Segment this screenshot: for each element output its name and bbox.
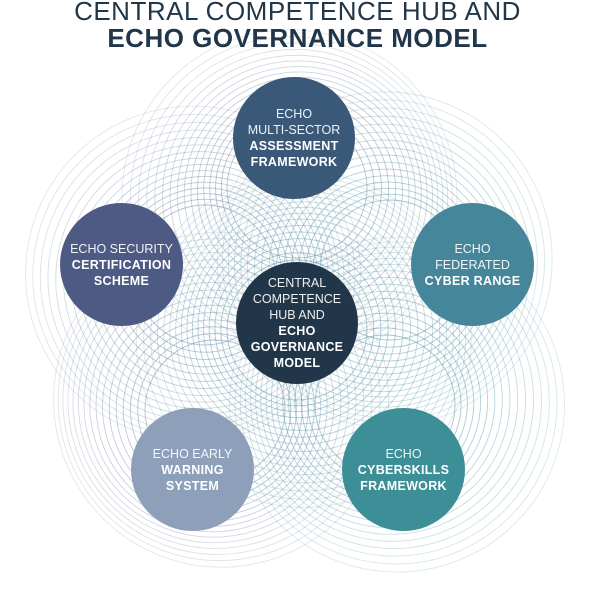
- node-label-light: CENTRAL: [267, 276, 327, 290]
- title-line-1: CENTRAL COMPETENCE HUB AND: [74, 0, 521, 26]
- node-label-bold: GOVERNANCE: [250, 340, 344, 354]
- title-line-2: ECHO GOVERNANCE MODEL: [107, 23, 488, 53]
- node-label-bold: FRAMEWORK: [360, 478, 447, 493]
- node-cyberskills-framework[interactable]: ECHO CYBERSKILLS FRAMEWORK: [342, 408, 465, 531]
- node-label-light: MULTI-SECTOR: [247, 123, 341, 137]
- ring-stroke: [53, 231, 390, 568]
- node-label-bold: ECHO: [278, 324, 316, 338]
- ring-stroke: [62, 244, 373, 555]
- node-label-light: ECHO: [454, 241, 491, 256]
- ring-stroke: [245, 252, 542, 549]
- node-label-light: FEDERATED: [435, 257, 510, 272]
- ring-stroke: [208, 238, 389, 419]
- ring-stroke: [226, 259, 368, 401]
- ring-stroke: [180, 207, 426, 452]
- node-label-light: ECHO SECURITY: [70, 241, 173, 256]
- ring-stroke: [255, 263, 527, 535]
- node-label-bold: MODEL: [273, 356, 321, 370]
- node-label-light: HUB AND: [269, 308, 325, 322]
- ring-stroke: [229, 236, 565, 573]
- node-label-bold: SCHEME: [93, 273, 150, 288]
- ring-stroke: [214, 245, 382, 413]
- node-label-light: COMPETENCE: [252, 292, 342, 306]
- node-label-bold: WARNING: [161, 462, 224, 477]
- ring-stroke: [72, 259, 357, 544]
- ring-stroke: [57, 238, 381, 562]
- ring-stroke: [234, 241, 558, 565]
- ring-stroke: [175, 201, 434, 460]
- node-assessment-framework[interactable]: ECHO MULTI-SECTOR ASSESSMENT FRAMEWORK: [233, 77, 355, 199]
- node-label-light: ECHO: [275, 107, 313, 121]
- ring-stroke: [220, 252, 375, 407]
- node-cyber-range[interactable]: ECHO FEDERATED CYBER RANGE: [411, 203, 534, 326]
- node-label-bold: SYSTEM: [165, 478, 220, 493]
- ring-stroke: [239, 246, 550, 557]
- node-label-light: ECHO EARLY: [152, 446, 233, 461]
- node-label-bold: CERTIFICATION: [71, 257, 172, 272]
- node-label-bold: CYBER RANGE: [424, 273, 521, 288]
- node-central-hub[interactable]: CENTRAL COMPETENCE HUB AND ECHO GOVERNAN…: [236, 262, 358, 384]
- node-certification-scheme[interactable]: ECHO SECURITY CERTIFICATION SCHEME: [60, 203, 183, 326]
- ring-stroke: [192, 218, 411, 438]
- ring-stroke: [83, 274, 342, 533]
- ring-stroke: [197, 225, 404, 431]
- ring-stroke: [67, 251, 365, 549]
- node-label-bold: FRAMEWORK: [250, 155, 338, 169]
- node-label-light: ECHO: [385, 446, 422, 461]
- node-label-bold: ASSESSMENT: [249, 139, 339, 153]
- ring-stroke: [250, 257, 535, 542]
- ring-stroke: [203, 231, 396, 425]
- ring-stroke: [77, 266, 349, 538]
- node-early-warning-system[interactable]: ECHO EARLY WARNING SYSTEM: [131, 408, 254, 531]
- ring-stroke: [186, 212, 419, 445]
- node-label-bold: CYBERSKILLS: [357, 462, 450, 477]
